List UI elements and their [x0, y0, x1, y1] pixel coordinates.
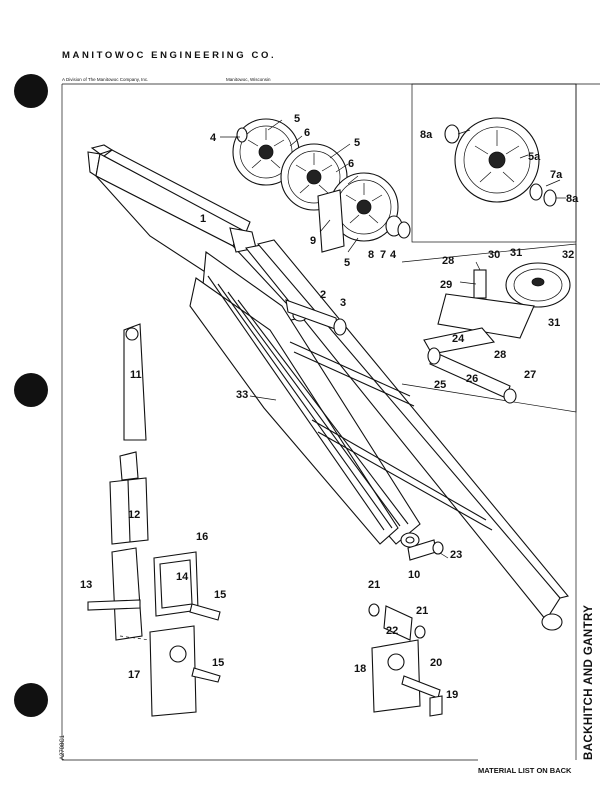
callout-1: 1 [200, 213, 206, 225]
callout-14: 14 [176, 571, 189, 583]
callout-28b: 28 [494, 349, 506, 361]
callout-8: 8 [368, 249, 374, 261]
pin-and-washer-2-3 [285, 299, 347, 336]
binder-hole-top [14, 74, 48, 108]
callout-7a: 7a [550, 169, 563, 181]
callout-20: 20 [430, 657, 442, 669]
callout-3: 3 [340, 297, 346, 309]
backhitch-frame [87, 144, 569, 631]
bracket-18 [368, 603, 443, 717]
callout-27: 27 [524, 369, 536, 381]
callout-6b: 6 [348, 158, 354, 170]
callout-12: 12 [128, 509, 140, 521]
callout-6a: 6 [304, 127, 310, 139]
document-code: A2708C1 [60, 734, 66, 760]
division-line: A Division of The Manitowoc Company, Inc… [62, 77, 149, 82]
callout-5c: 5 [344, 257, 350, 269]
company-name: MANITOWOC ENGINEERING CO. [62, 50, 277, 61]
clevis-12 [109, 451, 149, 545]
callout-5b: 5 [354, 137, 360, 149]
callout-2: 2 [320, 289, 326, 301]
link-11 [123, 323, 147, 441]
callout-25: 25 [434, 379, 446, 391]
callout-30: 30 [488, 249, 500, 261]
callout-28a: 28 [442, 255, 454, 267]
callout-11: 11 [130, 369, 142, 381]
callout-4b: 4 [390, 249, 397, 261]
callout-18: 18 [354, 663, 366, 675]
callout-5a: 5 [294, 113, 300, 125]
binder-hole-middle [14, 373, 48, 407]
callout-31b: 31 [548, 317, 560, 329]
gantry-sheave-assembly [423, 262, 571, 404]
callout-24: 24 [452, 333, 465, 345]
leader-lines [220, 119, 566, 559]
callout-21a: 21 [368, 579, 380, 591]
link-assembly-13-14 [87, 547, 221, 641]
callout-21b: 21 [416, 605, 428, 617]
callout-9: 9 [310, 235, 316, 247]
callout-22: 22 [386, 625, 398, 637]
callout-29: 29 [440, 279, 452, 291]
inset-box-lower [401, 243, 577, 413]
callout-17: 17 [128, 669, 140, 681]
inset-box-top [411, 83, 577, 243]
callout-numbers: 1 2 3 4 4 5 5 5 5a 6 6 7 7a 8 8a 8a 9 10… [80, 113, 579, 701]
callout-8a-left: 8a [420, 129, 433, 141]
binder-hole-bottom [14, 683, 48, 717]
callout-4a: 4 [210, 132, 217, 144]
location-line: Manitowoc, Wisconsin [226, 77, 271, 82]
callout-13: 13 [80, 579, 92, 591]
callout-7: 7 [380, 249, 386, 261]
sheave-stack [232, 118, 411, 253]
material-list-note: MATERIAL LIST ON BACK [478, 766, 572, 775]
inset-sheave [444, 117, 557, 207]
pin-10-23 [407, 539, 444, 561]
link-17 [119, 625, 221, 717]
callout-23: 23 [450, 549, 462, 561]
callout-32: 32 [562, 249, 574, 261]
section-title-vertical: BACKHITCH AND GANTRY [583, 604, 595, 760]
callout-15a: 15 [214, 589, 226, 601]
callout-33: 33 [236, 389, 248, 401]
callout-8a-right: 8a [566, 193, 579, 205]
callout-5aa: 5a [528, 151, 541, 163]
callout-31a: 31 [510, 247, 522, 259]
callout-19: 19 [446, 689, 458, 701]
callout-16: 16 [196, 531, 208, 543]
callout-10: 10 [408, 569, 420, 581]
callout-26: 26 [466, 373, 478, 385]
callout-15b: 15 [212, 657, 224, 669]
